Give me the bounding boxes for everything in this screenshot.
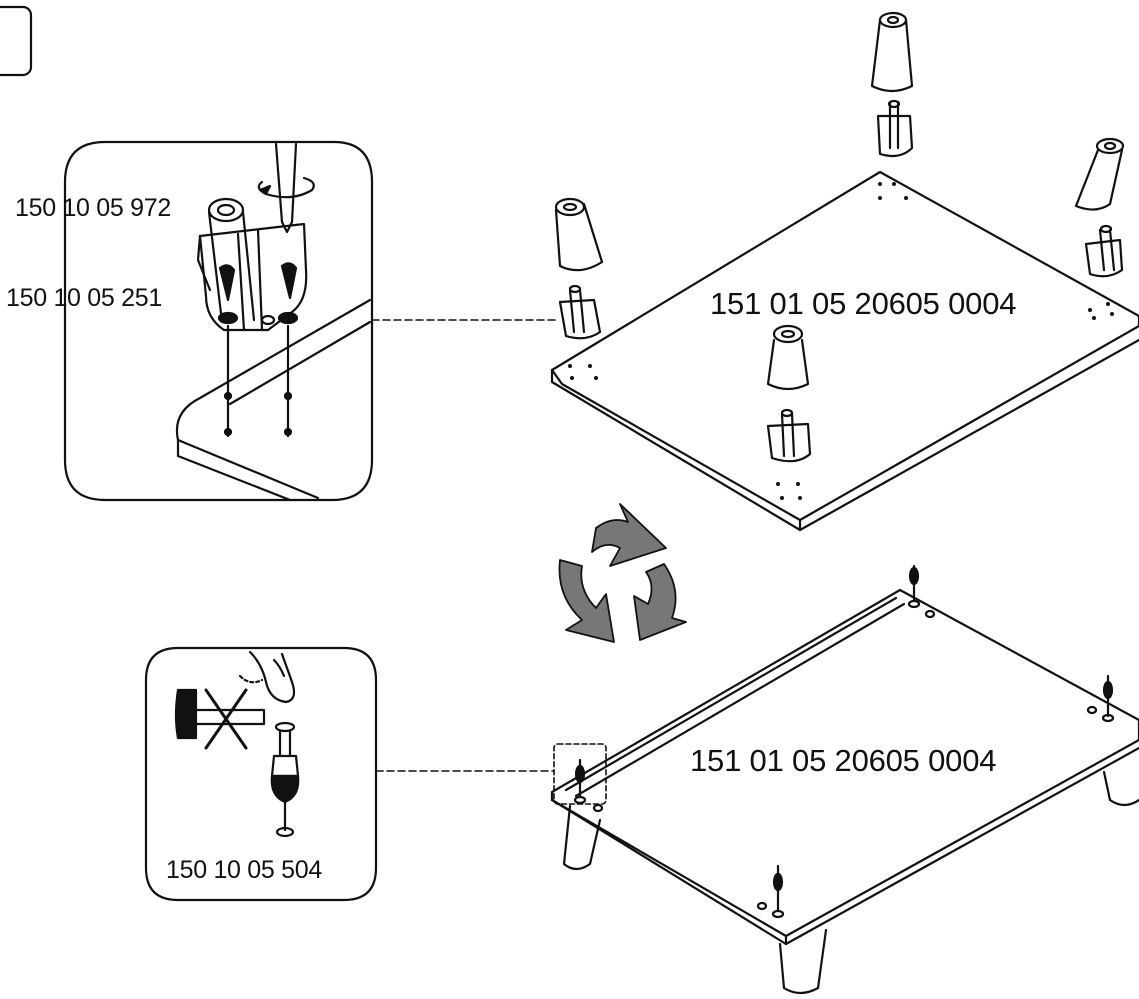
part-number-screw: 150 10 05 251 — [6, 284, 162, 312]
screwdriver-icon — [257, 142, 315, 234]
legs-top — [554, 11, 1125, 463]
holes — [568, 182, 1114, 500]
prohibited-x-icon — [204, 688, 248, 750]
rotate-arrows-icon — [558, 503, 687, 643]
step-box — [0, 5, 33, 77]
top-panel — [550, 170, 1139, 532]
bottom-panel — [550, 564, 1139, 995]
callout-bottom — [144, 646, 378, 902]
callout-top — [63, 140, 374, 502]
part-number-pin: 150 10 05 972 — [15, 194, 171, 222]
panel-top-part-number: 151 01 05 20605 0004 — [710, 286, 1017, 321]
cam-pins — [573, 564, 1115, 919]
leg-bracket — [196, 197, 308, 438]
panel-bottom-part-number: 151 01 05 20605 0004 — [690, 743, 997, 778]
part-number-cam: 150 10 05 504 — [166, 856, 322, 884]
hammer-icon — [174, 688, 266, 740]
finger-press-icon — [238, 650, 296, 704]
cam-lock-fitting — [270, 721, 300, 838]
